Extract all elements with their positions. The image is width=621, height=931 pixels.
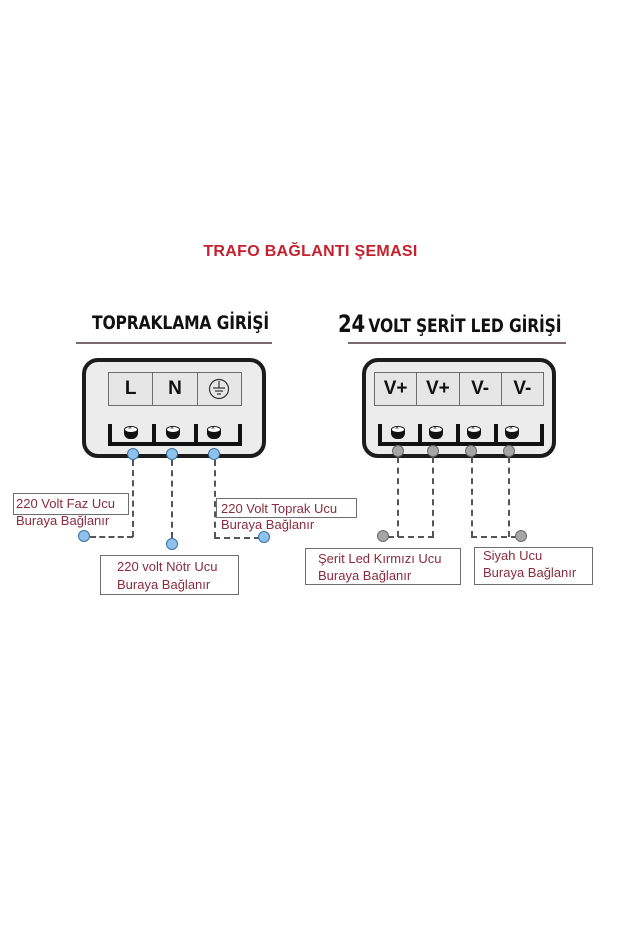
ground-terminal-node [208,448,220,460]
screw-icon: × [166,425,180,439]
screw-icon: × [391,425,405,439]
neutral-end-node [166,538,178,550]
screw-icon: × [505,425,519,439]
screw-icon: × [429,425,443,439]
neutral-wire [171,460,173,538]
input-screw-bar [108,424,242,446]
input-terminal-labels: L N [108,372,242,406]
ground-label-box [216,498,357,518]
output-heading-text: VOLT ŞERİT LED GİRİŞİ [368,315,562,337]
positive-label-line1: Şerit Led Kırmızı Ucu [318,551,442,566]
diagram-title: TRAFO BAĞLANTI ŞEMASI [203,243,418,260]
terminal-v-plus-2: V+ [417,373,460,405]
ground-wire [214,460,216,538]
phase-terminal-node [127,448,139,460]
terminal-v-minus-2: V- [513,378,532,399]
negative-end-node [515,530,527,542]
v-plus-1-wire [397,457,399,537]
positive-label-line2: Buraya Bağlanır [318,568,412,583]
negative-label-line2: Buraya Bağlanır [483,565,577,580]
phase-label-box [13,493,129,515]
positive-end-node [377,530,389,542]
neutral-label-line2: Buraya Bağlanır [117,577,211,592]
terminal-ground [198,373,241,405]
phase-end-node [78,530,90,542]
negative-label-line1: Siyah Ucu [483,548,543,563]
screw-icon: × [207,425,221,439]
phase-label-line2: Buraya Bağlanır [16,513,110,528]
neutral-terminal-node [166,448,178,460]
ground-label-line1: 220 Volt Toprak Ucu [221,501,338,516]
ground-end-node [258,531,270,543]
terminal-v-minus-1: V- [460,373,502,405]
output-terminal-labels: V+ V+ V- V- [374,372,544,406]
input-terminal-block: L N × × × [82,358,266,458]
phase-wire [132,460,134,537]
earth-ground-icon [209,378,230,400]
screw-icon: × [124,425,138,439]
phase-label-line1: 220 Volt Faz Ucu [16,496,115,511]
output-screw-bar [378,424,544,446]
ground-label-line2: Buraya Bağlanır [221,517,315,532]
negative-label-box [474,547,593,585]
neutral-label-line1: 220 volt Nötr Ucu [117,559,218,574]
output-terminal-block: V+ V+ V- V- × × × × [362,358,556,458]
v-plus-2-wire [432,457,434,537]
output-heading-underline [348,342,566,344]
input-section-heading: TOPRAKLAMA GİRİŞİ [92,312,270,334]
terminal-l: L [109,373,154,405]
input-heading-underline [76,342,272,344]
v-minus-1-node [465,445,477,457]
v-plus-1-node [392,445,404,457]
terminal-v-plus-1: V+ [375,373,418,405]
positive-label-box [305,548,461,585]
output-heading-number: 24 [338,310,366,338]
v-minus-2-wire [508,457,510,537]
screw-icon: × [467,425,481,439]
neutral-label-box [100,555,239,595]
terminal-n: N [153,373,198,405]
v-plus-2-node [427,445,439,457]
v-minus-1-wire [471,457,473,537]
v-minus-2-node [503,445,515,457]
